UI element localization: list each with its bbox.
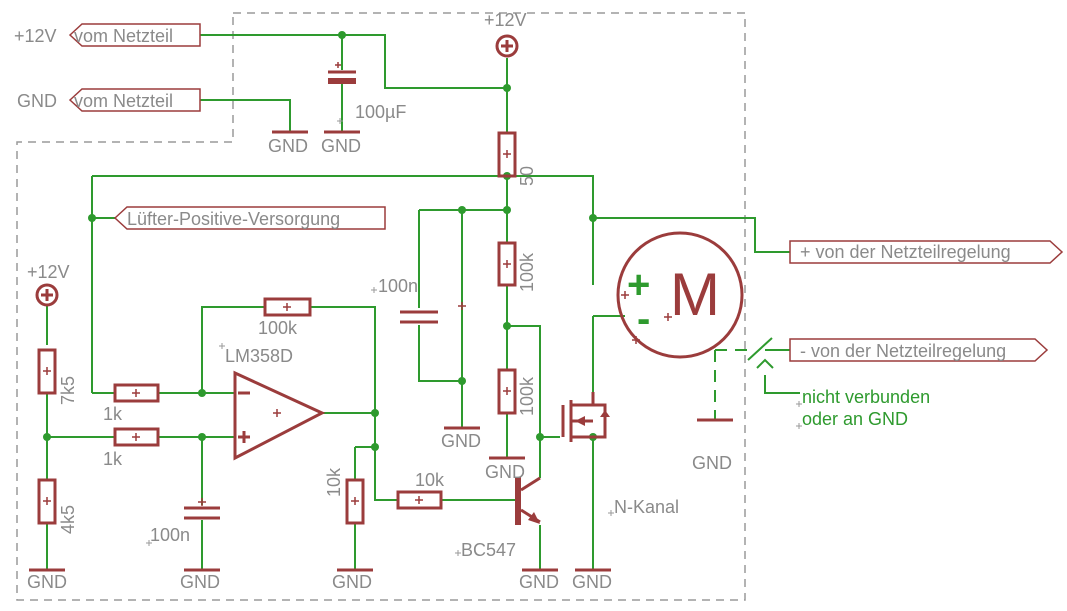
gnd-label-h: GND: [332, 572, 372, 592]
gnd-label-j: GND: [572, 572, 612, 592]
motor-minus-sign: -: [637, 297, 650, 341]
cap-100uf-label: 100µF: [355, 102, 406, 122]
motor-label: M: [670, 261, 720, 328]
res-1k-b-label: 1k: [103, 449, 123, 469]
gnd-label-a: GND: [268, 136, 308, 156]
note-line2: oder an GND: [802, 409, 908, 429]
net-flag-gnd-in: [68, 88, 201, 112]
cap-100n-top-label: 100n: [378, 276, 418, 296]
out-plus-label: + von der Netzteilregelung: [800, 242, 1011, 262]
note-line1: nicht verbunden: [802, 387, 930, 407]
switch-output-minus: [747, 337, 774, 369]
pwr-left-label: +12V: [27, 262, 70, 282]
resistor-1k-b: [113, 427, 160, 447]
res-10k-h-label: 10k: [415, 470, 445, 490]
res-100k-b-label: 100k: [517, 376, 537, 416]
in-plus-prefix: +12V: [14, 26, 57, 46]
capacitor-100n-bottom: [184, 498, 220, 520]
resistor-7k5: [37, 348, 57, 395]
res-50-label: 50: [517, 166, 537, 186]
in-plus-net: vom Netzteil: [74, 26, 173, 46]
resistor-10k-v: [345, 478, 365, 525]
text-labels: +12V +12V +12V vom Netzteil GND vom Netz…: [14, 10, 1011, 592]
gnd-label-f: GND: [27, 572, 67, 592]
resistor-4k5: [37, 478, 57, 525]
net-flag-fan: [113, 206, 386, 230]
pwr-top-label: +12V: [484, 10, 527, 30]
out-minus-label: - von der Netzteilregelung: [800, 341, 1006, 361]
res-100k-a-label: 100k: [517, 252, 537, 292]
in-gnd-prefix: GND: [17, 91, 57, 111]
junctions: [43, 31, 597, 451]
origin-crosses: [146, 118, 802, 556]
net-flag-plus-in: [68, 23, 201, 47]
resistor-50: [497, 131, 517, 178]
gnd-label-g: GND: [180, 572, 220, 592]
motor-plus-sign: +: [627, 263, 650, 307]
mosfet-label: N-Kanal: [614, 497, 679, 517]
resistor-1k-a: [113, 383, 160, 403]
resistor-100k-a: [497, 241, 517, 287]
board-outline: [16, 12, 746, 601]
in-gnd-net: vom Netzteil: [74, 91, 173, 111]
fan-net-label: Lüfter-Positive-Versorgung: [127, 209, 340, 229]
capacitor-100uf: [328, 62, 356, 84]
res-7k5-label: 7k5: [58, 376, 78, 405]
capacitor-100n-top: [400, 302, 466, 324]
resistor-100k-b: [497, 368, 517, 415]
gnd-label-i: GND: [519, 572, 559, 592]
opamp-lm358d: [233, 370, 326, 461]
res-1k-a-label: 1k: [103, 404, 123, 424]
transistor-bc547: [515, 476, 541, 525]
res-10k-v-label: 10k: [324, 467, 344, 497]
net-flag-out-plus: [789, 240, 1064, 264]
cap-100n-bottom-label: 100n: [150, 525, 190, 545]
gnd-label-e: GND: [692, 453, 732, 473]
motor: [616, 231, 744, 359]
gnd-label-c: GND: [441, 431, 481, 451]
pwr-symbol-top: [495, 34, 519, 58]
gnd-symbols: [29, 130, 733, 572]
opamp-label: LM358D: [225, 346, 293, 366]
gnd-label-d: GND: [485, 462, 525, 482]
resistor-10k-h: [396, 490, 443, 510]
res-100k-fb-label: 100k: [258, 318, 298, 338]
transistor-label: BC547: [461, 540, 516, 560]
net-flag-out-minus: [789, 338, 1049, 362]
gnd-label-b: GND: [321, 136, 361, 156]
resistor-100k-fb: [263, 297, 312, 317]
res-4k5-label: 4k5: [58, 505, 78, 534]
pwr-symbol-left: [35, 283, 59, 307]
mosfet-n-channel: [561, 392, 610, 442]
